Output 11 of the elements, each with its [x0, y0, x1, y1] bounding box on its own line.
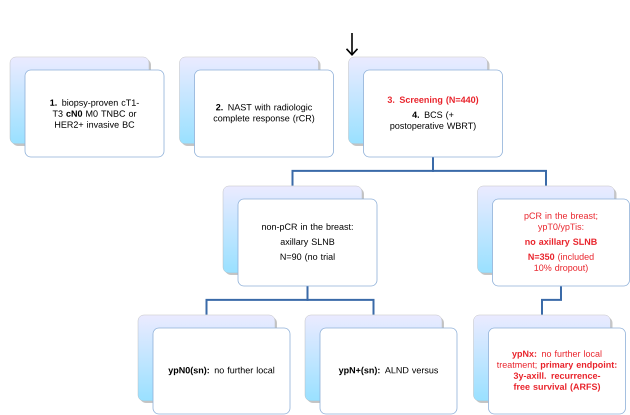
- process-box: ypN+(sn): ALND versus: [304, 314, 458, 414]
- process-box: 3. Screening (N=440) 4. BCS (+ postoperative WBRT): [348, 56, 503, 158]
- process-box: 1. biopsy-proven cT1-T3 cN0 M0 TNBC or HER2+ invasive BC: [10, 56, 164, 158]
- process-box: 2. NAST with radiologic complete response (rCR): [179, 56, 334, 158]
- process-box: pCR in the breast; ypT0/ypTis: no axillary SLNB N=350 (included 10% dropout): [477, 186, 630, 286]
- connector: [432, 157, 547, 186]
- process-box: ypN0(sn): no further local: [138, 314, 290, 414]
- process-box: non-pCR in the breast: axillary SLNB N=90 (no trial: [222, 186, 378, 286]
- process-box: ypNx: no further local treatment; primary endpoint: 3y-axill. recurrence-free survival (ARFS): [473, 314, 626, 414]
- connector: [541, 286, 562, 315]
- connector: [306, 286, 374, 315]
